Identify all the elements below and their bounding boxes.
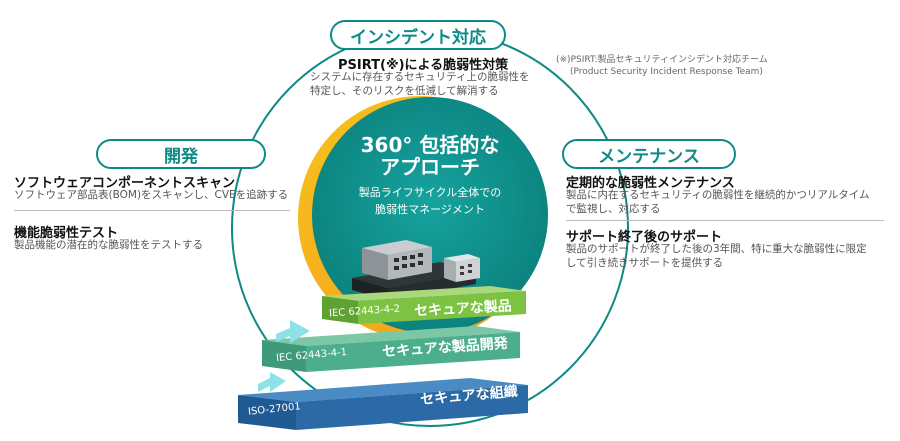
center-heading: 360° 包括的な アプローチ <box>340 134 520 178</box>
arrow-bottom-icon <box>258 372 286 392</box>
psirt-footnote: (※)PSIRT:製品セキュリティインシデント対応チーム (Product Se… <box>556 54 768 78</box>
incident-title: PSIRT(※)による脆弱性対策 <box>338 58 509 73</box>
maint-divider <box>566 220 884 221</box>
dev-item-1-title: ソフトウェアコンポーネントスキャン <box>14 176 236 191</box>
pill-development: 開発 <box>96 139 266 169</box>
maint-item-1-title: 定期的な脆弱性メンテナンス <box>566 176 735 191</box>
arrow-middle-icon <box>276 320 310 343</box>
center-sub-line1: 製品ライフサイクル全体での <box>358 186 502 199</box>
step-iso-27001-shape <box>238 378 528 430</box>
maint-item-1-desc: 製品に内在するセキュリティの脆弱性を継続的かつリアルタイム で監視し、対応する <box>566 188 896 216</box>
pill-incident-label: インシデント対応 <box>350 27 486 48</box>
footnote-line1: (※)PSIRT:製品セキュリティインシデント対応チーム <box>556 55 768 65</box>
maint-item-2-desc-line2: して引き続きサポートを提供する <box>566 257 724 269</box>
incident-desc-line1: システムに存在するセキュリティ上の脆弱性を <box>310 71 530 83</box>
dev-item-1-desc: ソフトウェア部品表(BOM)をスキャンし、CVEを追跡する <box>14 189 289 201</box>
maint-item-2-title: サポート終了後のサポート <box>566 230 723 245</box>
maint-item-2-desc-line1: 製品のサポートが終了した後の3年間、特に重大な脆弱性に限定 <box>566 243 867 255</box>
center-title-line1: 360° 包括的な <box>360 133 500 157</box>
pill-maintenance-label: メンテナンス <box>598 146 700 167</box>
step-iec-4-2-shape <box>322 286 526 324</box>
footnote-line2: (Product Security Incident Response Team… <box>570 67 763 77</box>
center-subtitle: 製品ライフサイクル全体での 脆弱性マネージメント <box>340 184 520 218</box>
maint-item-1-desc-line2: で監視し、対応する <box>566 203 661 215</box>
center-title-line2: アプローチ <box>380 155 480 179</box>
step-iec-4-1-shape <box>262 326 520 372</box>
pill-maintenance: メンテナンス <box>562 139 736 169</box>
pill-incident-response: インシデント対応 <box>330 20 506 50</box>
maint-item-1-desc-line1: 製品に内在するセキュリティの脆弱性を継続的かつリアルタイム <box>566 189 870 201</box>
dev-item-2-desc: 製品機能の潜在的な脆弱性をテストする <box>14 239 203 251</box>
pill-development-label: 開発 <box>164 146 198 167</box>
dev-item-2-title: 機能脆弱性テスト <box>14 226 119 241</box>
incident-desc: システムに存在するセキュリティ上の脆弱性を 特定し、そのリスクを低減して解消する <box>310 70 550 98</box>
maint-item-2-desc: 製品のサポートが終了した後の3年間、特に重大な脆弱性に限定 して引き続きサポート… <box>566 242 896 270</box>
dev-divider <box>14 210 290 211</box>
center-sub-line2: 脆弱性マネージメント <box>375 203 485 216</box>
device-illustration <box>352 240 480 300</box>
incident-desc-line2: 特定し、そのリスクを低減して解消する <box>310 85 499 97</box>
